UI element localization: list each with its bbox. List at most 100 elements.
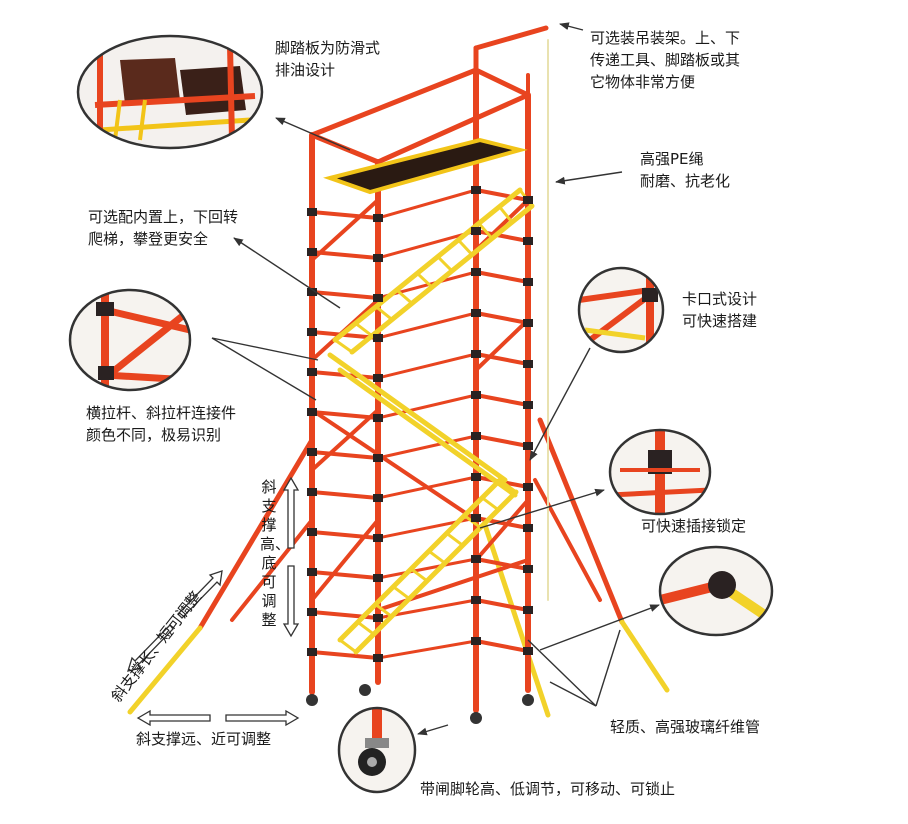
rung-right (474, 393, 530, 407)
ladder-step (333, 338, 354, 354)
ladder-step (445, 531, 465, 547)
joint (307, 568, 317, 576)
platform-board (323, 137, 528, 195)
rung-front (376, 393, 478, 420)
joint (307, 328, 317, 336)
joint (471, 637, 481, 645)
label-inner-ladder: 可选配内置上，下回转 爬梯，攀登更安全 (88, 208, 239, 248)
joint (307, 488, 317, 496)
joint (307, 448, 317, 456)
rung-right (474, 598, 530, 612)
joint (471, 391, 481, 399)
joint (523, 606, 533, 614)
rung-right (474, 639, 530, 653)
joint (523, 483, 533, 491)
rung-left (310, 450, 380, 460)
joint (373, 654, 383, 662)
ladder-step (391, 585, 411, 601)
rung-right (474, 434, 530, 448)
hoist-arm (473, 25, 549, 51)
label-quick-lock: 可快速插接锁定 (641, 517, 747, 535)
ladder-step (477, 221, 494, 240)
distance-left-arrow (136, 709, 211, 727)
scaffold-tower (127, 25, 670, 724)
ladder-step (374, 602, 394, 618)
joint (373, 574, 383, 582)
rung-left (310, 530, 380, 540)
rung-front (376, 229, 478, 260)
label-brace-distance: 斜支撑远、近可调整 (136, 730, 272, 748)
rung-left (310, 490, 380, 500)
detail-platform-circle (76, 34, 264, 150)
ladder-step (395, 288, 414, 305)
height-down-arrow (282, 565, 300, 638)
joint (373, 454, 383, 462)
joint (471, 473, 481, 481)
detail-quick-lock-circle (608, 428, 712, 516)
joint (373, 534, 383, 542)
joint (471, 268, 481, 276)
label-pe-rope: 高强PE绳 耐磨、抗老化 (640, 150, 731, 190)
joint (523, 196, 533, 204)
inner-ladder (327, 187, 535, 655)
joint (373, 254, 383, 262)
rung-left (310, 610, 380, 620)
ladder-step (354, 321, 374, 338)
joint (471, 227, 481, 235)
rung-left (310, 570, 380, 580)
rung-left (310, 650, 380, 660)
ladder-steps (333, 188, 534, 654)
joint (471, 350, 481, 358)
rung-front (376, 352, 478, 380)
joint (523, 442, 533, 450)
joint (471, 596, 481, 604)
joint (471, 432, 481, 440)
ladder-step (338, 638, 358, 654)
ladder-step (498, 478, 518, 494)
label-platform-board: 脚踏板为防滑式 排油设计 (275, 39, 381, 79)
joint (373, 614, 383, 622)
rung-front (376, 311, 478, 340)
ladder-step (456, 238, 474, 257)
detail-connector-circle (68, 288, 192, 392)
length-up-arrow (177, 570, 223, 619)
rung-right (474, 352, 530, 366)
joint (307, 608, 317, 616)
joint (373, 374, 383, 382)
joint (471, 186, 481, 194)
ladder-step (480, 496, 500, 512)
joint (307, 208, 317, 216)
label-brace-height: 斜支撑高、底可调整 (260, 478, 291, 629)
joint (523, 278, 533, 286)
joint (373, 414, 383, 422)
joint (307, 288, 317, 296)
ladder-step (409, 567, 429, 583)
joint (523, 360, 533, 368)
joint (307, 528, 317, 536)
rung-right (474, 557, 530, 571)
height-up-arrow (282, 476, 300, 549)
joint (523, 401, 533, 409)
detail-coupler-circle (658, 545, 774, 637)
joint (373, 214, 383, 222)
detail-clip-circle (577, 266, 665, 354)
joint (523, 524, 533, 532)
rung-left (310, 250, 380, 260)
rung-left (310, 210, 380, 220)
joint (471, 555, 481, 563)
casters (306, 684, 534, 724)
joint (471, 514, 481, 522)
joint (307, 648, 317, 656)
detail-caster-circle (337, 706, 417, 794)
ladder-step (374, 305, 394, 322)
ladder-step (415, 271, 434, 289)
label-connectors: 横拉杆、斜拉杆连接件 颜色不同，极易识别 (86, 404, 237, 444)
joint (307, 248, 317, 256)
connector-joints (307, 186, 533, 662)
rung-right (474, 229, 530, 243)
ladder-step (427, 549, 447, 565)
joint (307, 368, 317, 376)
ladder-step (356, 620, 376, 636)
rung-left (310, 290, 380, 300)
